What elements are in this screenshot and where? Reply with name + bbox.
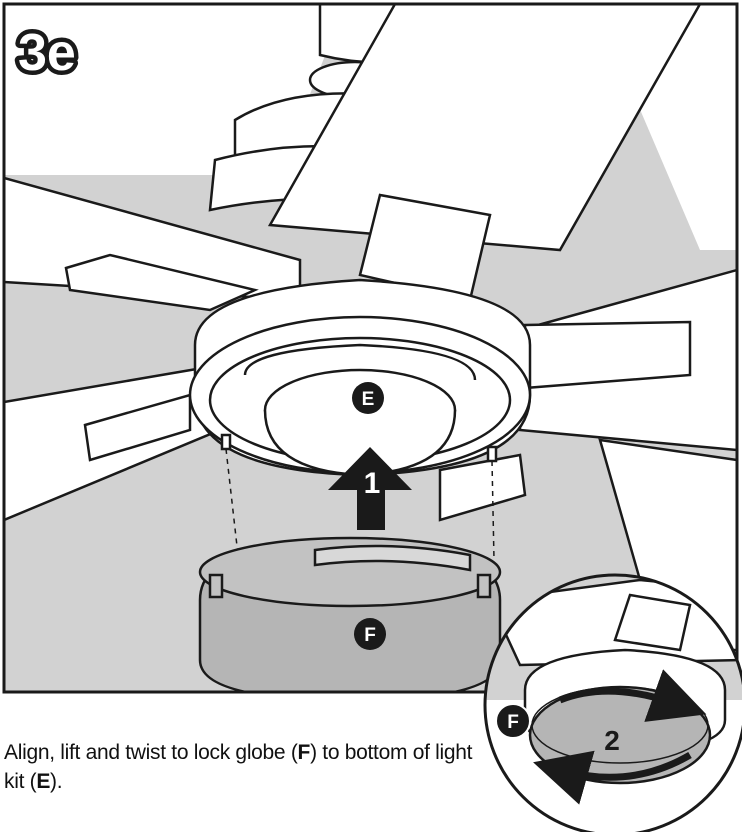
twist-arrow-bottom xyxy=(533,750,692,805)
callout-inset-globe-label: F xyxy=(507,712,519,733)
light-kit xyxy=(188,278,532,477)
caption-text-1: Align, lift and twist to lock globe ( xyxy=(4,741,298,764)
caption-kit-ref: E xyxy=(36,770,51,793)
alignment-guide-right xyxy=(491,460,495,561)
panel-border xyxy=(2,2,739,694)
callout-globe: F xyxy=(354,618,386,650)
twist-detail-inset: 2 F xyxy=(483,573,742,832)
twist-arrow-top xyxy=(558,669,707,722)
inset-bracket xyxy=(613,593,692,652)
callout-light-kit: E xyxy=(352,382,384,414)
lift-arrow xyxy=(328,447,412,530)
lift-step-number: 1 xyxy=(364,467,381,500)
instruction-caption: Align, lift and twist to lock globe (F) … xyxy=(4,738,484,796)
alignment-guide-left xyxy=(225,448,239,556)
main-panel: 1 E F xyxy=(4,4,737,692)
callout-inset-globe: F xyxy=(495,703,531,739)
callout-globe-label: F xyxy=(364,625,376,646)
blade-brackets xyxy=(64,193,692,522)
fan-blade-top xyxy=(267,4,702,252)
glass-globe xyxy=(198,536,502,692)
caption-text-3: ). xyxy=(50,770,63,793)
step-label-outline: 3e xyxy=(18,24,76,82)
step-label: 3e xyxy=(18,24,76,82)
callout-light-kit-label: E xyxy=(362,389,375,410)
inset-globe xyxy=(528,685,712,785)
caption-text-2: ) to bottom of light kit ( xyxy=(4,741,473,793)
twist-step-number: 2 xyxy=(604,725,620,756)
step-badge: 3e 3e xyxy=(14,20,81,87)
caption-globe-ref: F xyxy=(297,741,311,764)
